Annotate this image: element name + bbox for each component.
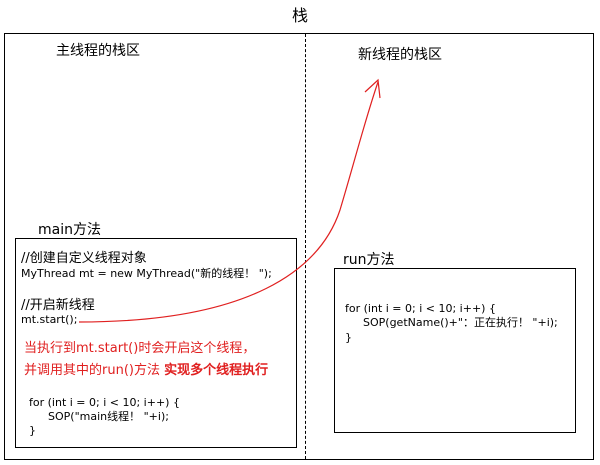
thread-divider	[305, 34, 306, 459]
main-method-title: main方法	[38, 222, 101, 238]
explanation-note-bold: 实现多个线程执行	[164, 363, 269, 378]
comment-start-thread: //开启新线程	[21, 298, 95, 313]
main-loop-line3: }	[29, 424, 36, 437]
run-loop-line3: }	[345, 331, 352, 344]
code-create-thread: MyThread mt = new MyThread("新的线程！ ");	[21, 267, 272, 280]
code-start-thread: mt.start();	[21, 313, 78, 326]
main-loop-line2: SOP("main线程！ "+i);	[48, 410, 169, 423]
new-stack-title: 新线程的栈区	[358, 47, 442, 63]
run-loop-line2: SOP(getName()+"：正在执行！ "+i);	[363, 316, 558, 329]
stack-frame	[4, 33, 594, 460]
explanation-note-line2: 并调用其中的run()方法 实现多个线程执行	[24, 361, 268, 381]
explanation-note-prefix: 并调用其中的run()方法	[24, 363, 160, 378]
diagram-title: 栈	[291, 6, 308, 25]
run-method-box	[334, 268, 576, 433]
run-loop-line1: for (int i = 0; i < 10; i++) {	[345, 302, 496, 315]
main-stack-title: 主线程的栈区	[56, 43, 140, 59]
comment-create-thread: //创建自定义线程对象	[21, 251, 147, 266]
run-method-title: run方法	[343, 252, 395, 268]
main-loop-line1: for (int i = 0; i < 10; i++) {	[29, 396, 180, 409]
explanation-note-line1: 当执行到mt.start()时会开启这个线程，	[24, 341, 256, 356]
